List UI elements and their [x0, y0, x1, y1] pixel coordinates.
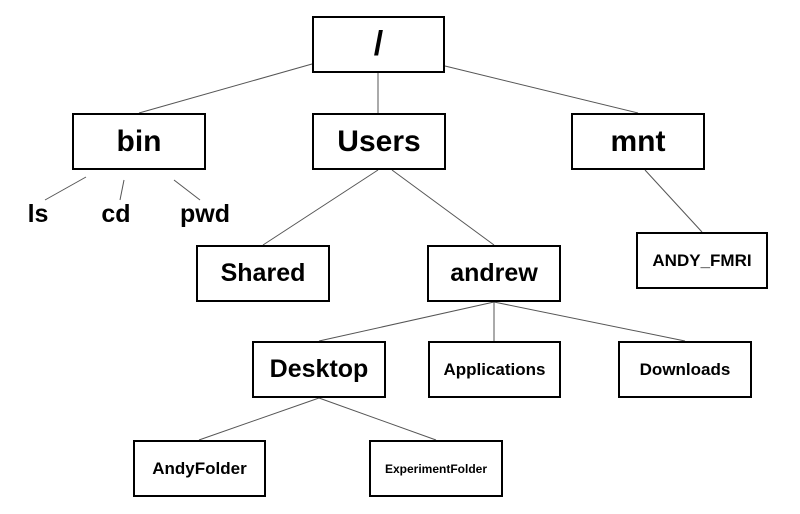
node-andyfolder: AndyFolder [133, 440, 266, 497]
edge-andrew-downloads [493, 301, 686, 342]
node-andy-fmri: ANDY_FMRI [636, 232, 768, 289]
edge-andrew-desktop [318, 301, 495, 342]
node-experimentfolder: ExperimentFolder [369, 440, 503, 497]
edge-users-shared [262, 169, 379, 246]
node-bin: bin [72, 113, 206, 170]
leaf-pwd: pwd [180, 200, 230, 228]
edge-bin-ls [44, 176, 87, 201]
node-users: Users [312, 113, 446, 170]
leaf-ls: ls [27, 200, 49, 228]
node-desktop: Desktop [252, 341, 386, 398]
node-root: / [312, 16, 445, 73]
edge-bin-pwd [173, 179, 201, 201]
leaf-cd: cd [101, 200, 131, 228]
edge-bin-cd [119, 179, 125, 201]
edge-desktop-andyfolder [198, 397, 320, 441]
edge-mnt-andy-fmri [644, 169, 703, 233]
edge-users-andrew [391, 169, 495, 246]
node-mnt: mnt [571, 113, 705, 170]
node-downloads: Downloads [618, 341, 752, 398]
edge-desktop-experimentfolder [318, 397, 437, 441]
edge-root-mnt [444, 65, 639, 114]
node-andrew: andrew [427, 245, 561, 302]
node-applications: Applications [428, 341, 561, 398]
node-shared: Shared [196, 245, 330, 302]
edge-root-bin [138, 63, 313, 114]
